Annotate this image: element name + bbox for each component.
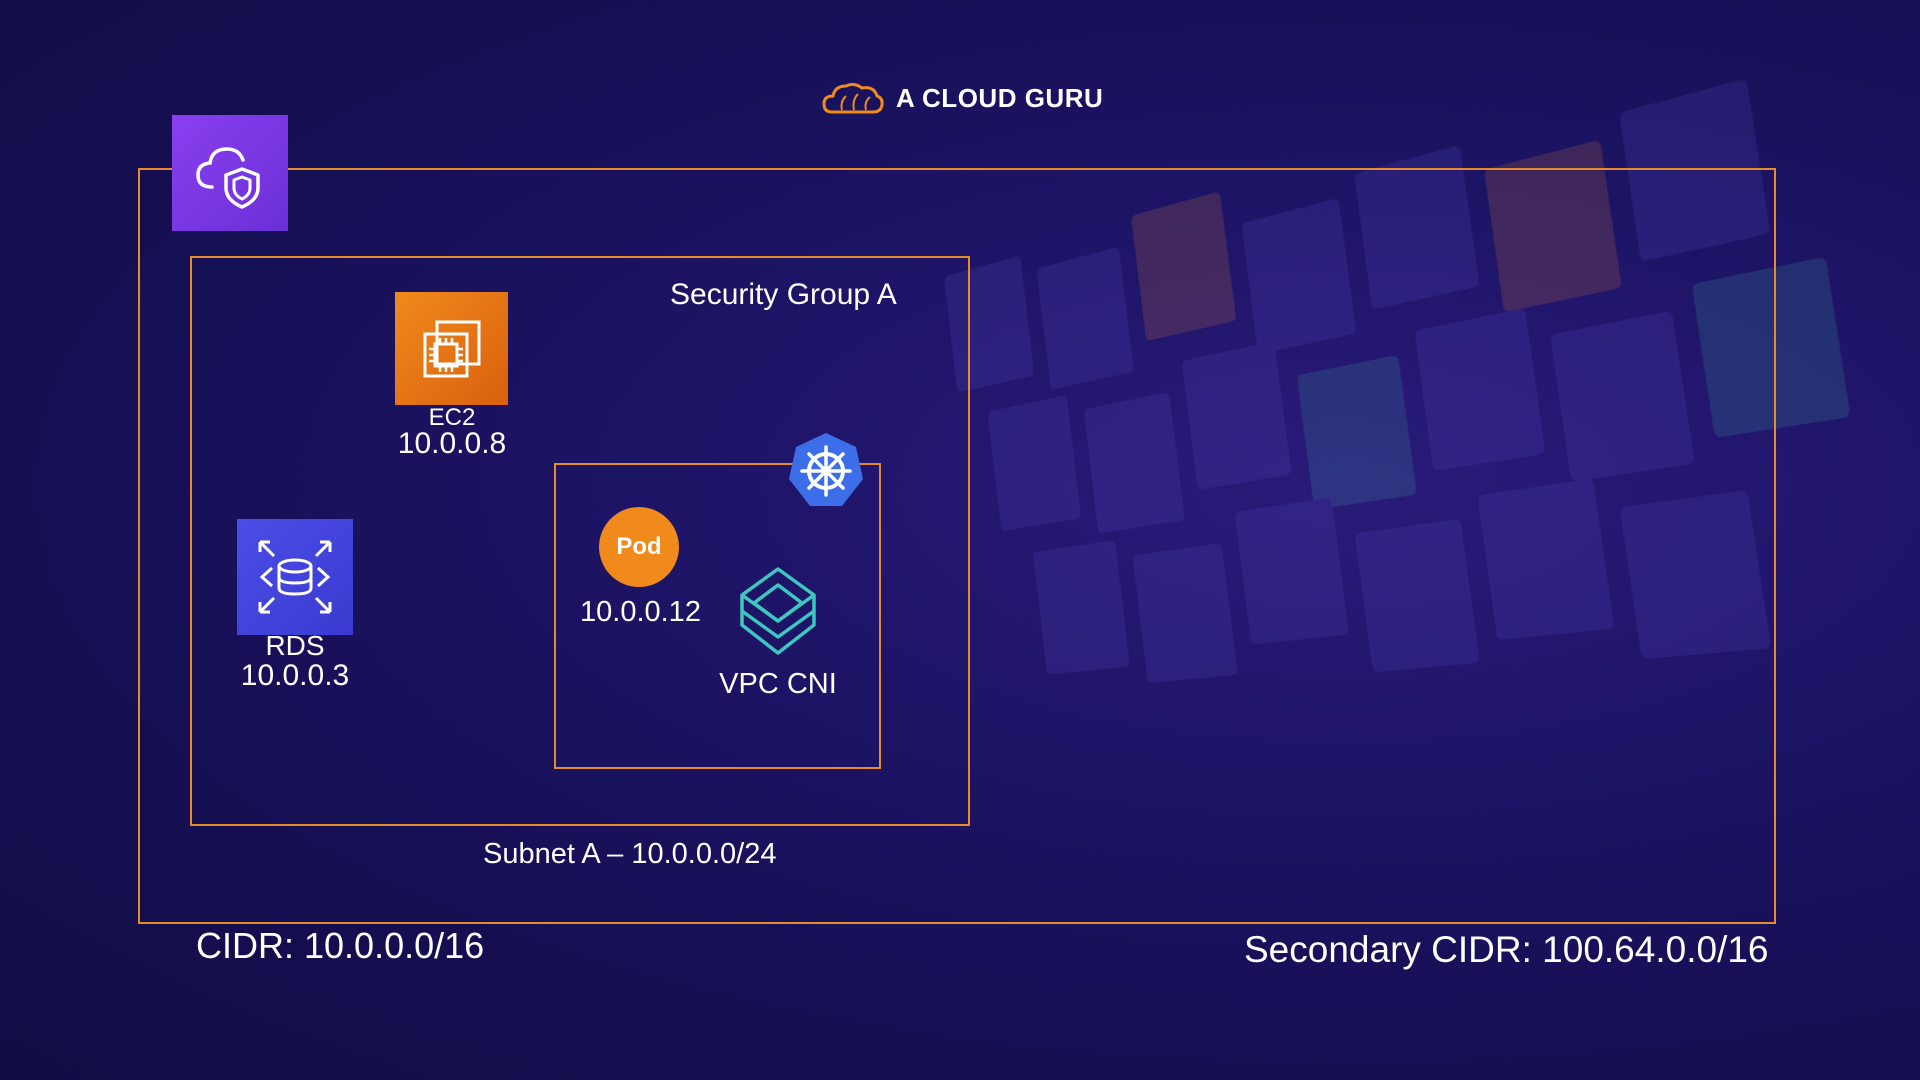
subnet-label: Subnet A – 10.0.0.0/24 — [483, 838, 777, 870]
vpc-icon-tile — [172, 115, 288, 231]
secondary-cidr-label: Secondary CIDR: 100.64.0.0/16 — [1244, 929, 1769, 970]
rds-database-icon — [258, 540, 332, 614]
cidr-label: CIDR: 10.0.0.0/16 — [196, 925, 485, 966]
brand-header: A CLOUD GURU — [822, 78, 1103, 118]
ec2-ip: 10.0.0.8 — [397, 427, 507, 460]
ec2-chip-icon — [423, 320, 480, 377]
brand-name: A CLOUD GURU — [896, 82, 1104, 113]
cloud-logo-icon — [822, 82, 884, 114]
ec2-tile — [395, 292, 508, 405]
pod-badge: Pod — [599, 507, 679, 587]
node-boundary — [554, 463, 881, 769]
security-group-label: Security Group A — [670, 278, 897, 311]
rds-name: RDS — [265, 630, 325, 661]
pod-label: Pod — [616, 533, 662, 560]
vpc-cni-icon — [740, 567, 816, 655]
vpc-boundary — [138, 168, 1776, 924]
rds-ip: 10.0.0.3 — [240, 659, 350, 692]
pod-ip: 10.0.0.12 — [580, 596, 701, 628]
rds-tile — [237, 519, 353, 635]
kubernetes-helm-icon — [789, 433, 863, 506]
security-group-boundary — [190, 256, 970, 826]
ec2-name: EC2 — [428, 404, 476, 431]
vpc-cni-label: VPC CNI — [719, 668, 837, 700]
cloud-shield-icon — [196, 147, 260, 209]
